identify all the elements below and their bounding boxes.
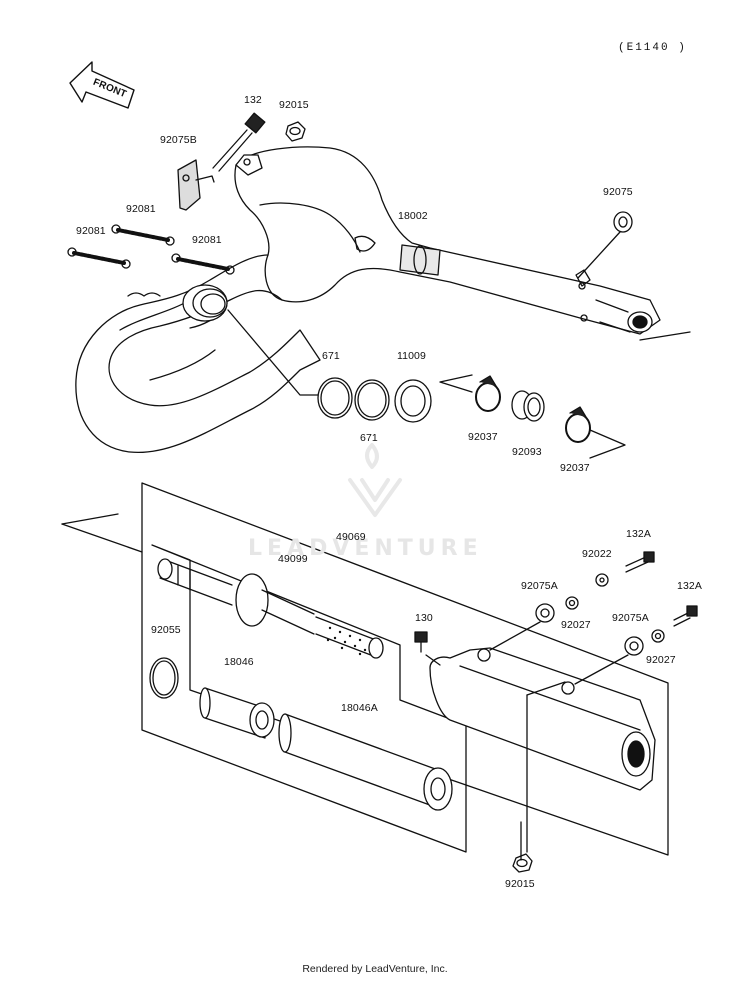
part-label-671-a[interactable]: 671 <box>322 350 340 362</box>
part-label-132A-a[interactable]: 132A <box>626 528 651 540</box>
grommet-92075-shape <box>577 211 633 279</box>
nut-92015-bottom-shape <box>512 681 566 873</box>
part-label-18002[interactable]: 18002 <box>398 210 428 222</box>
grommet-92075A-b-shape <box>574 636 644 685</box>
chamber-18002-shape <box>75 146 661 454</box>
collar-92027-b-shape <box>651 629 665 643</box>
packing-18046A-shape <box>278 713 453 811</box>
inner-pipe-49099-shape <box>157 558 384 659</box>
part-label-92055[interactable]: 92055 <box>151 624 181 636</box>
part-label-18046[interactable]: 18046 <box>224 656 254 668</box>
part-label-92015-bottom[interactable]: 92015 <box>505 878 535 890</box>
spring-92081-c-shape <box>171 253 235 275</box>
packing-18046-shape <box>199 687 275 739</box>
gasket-11009-shape <box>394 379 432 423</box>
bolt-132-shape <box>212 112 266 172</box>
watermark-logo <box>348 443 402 517</box>
part-label-92075A-a[interactable]: 92075A <box>521 580 558 592</box>
gasket-671-a-shape <box>317 377 353 419</box>
part-label-92075[interactable]: 92075 <box>603 186 633 198</box>
part-label-92037-b[interactable]: 92037 <box>560 462 590 474</box>
grommet-92075A-a-shape <box>489 603 555 651</box>
clamp-92037-b-shape <box>565 406 591 443</box>
part-label-92081-c[interactable]: 92081 <box>192 234 222 246</box>
watermark-text: LEADVENTURE <box>248 536 483 561</box>
diagram-code: (E1140 ) <box>618 42 687 54</box>
part-label-132A-b[interactable]: 132A <box>677 580 702 592</box>
part-label-92027-a[interactable]: 92027 <box>561 619 591 631</box>
leader-clamp-right <box>589 429 626 459</box>
part-label-92027-b[interactable]: 92027 <box>646 654 676 666</box>
part-label-92081-a[interactable]: 92081 <box>126 203 156 215</box>
washer-92022-shape <box>595 573 609 587</box>
part-label-49099[interactable]: 49099 <box>278 553 308 565</box>
bolt-132A-b-shape <box>673 605 698 627</box>
part-label-92037-a[interactable]: 92037 <box>468 431 498 443</box>
spring-92081-a-shape <box>111 224 175 246</box>
bolt-132A-a-shape <box>625 551 655 573</box>
nut-92015-top-shape <box>285 121 306 142</box>
silencer-body-shape <box>429 647 656 791</box>
clamp-92037-a-shape <box>475 375 501 412</box>
leader-outlet <box>639 331 691 341</box>
bracket-92075B-shape <box>177 159 215 211</box>
leader-clamp-left <box>439 374 473 393</box>
footer-credit: Rendered by LeadVenture, Inc. <box>302 963 448 975</box>
collar-92027-a-shape <box>565 596 579 610</box>
leader-gasket <box>227 309 319 396</box>
gasket-92055-shape <box>149 657 179 699</box>
part-label-92081-b[interactable]: 92081 <box>76 225 106 237</box>
part-label-671-b[interactable]: 671 <box>360 432 378 444</box>
part-label-130[interactable]: 130 <box>415 612 433 624</box>
part-label-92075A-b[interactable]: 92075A <box>612 612 649 624</box>
joint-92093-shape <box>511 390 545 422</box>
part-label-92015-top[interactable]: 92015 <box>279 99 309 111</box>
spring-92081-b-shape <box>67 247 131 269</box>
bolt-130-shape <box>414 631 441 666</box>
part-label-92022[interactable]: 92022 <box>582 548 612 560</box>
part-label-11009[interactable]: 11009 <box>397 350 426 362</box>
part-label-132[interactable]: 132 <box>244 94 262 106</box>
gasket-671-b-shape <box>354 379 390 421</box>
part-label-92075B[interactable]: 92075B <box>160 134 197 146</box>
part-label-92093[interactable]: 92093 <box>512 446 542 458</box>
part-label-49069[interactable]: 49069 <box>336 531 366 543</box>
front-arrow-icon <box>69 61 135 109</box>
part-label-18046A[interactable]: 18046A <box>341 702 378 714</box>
